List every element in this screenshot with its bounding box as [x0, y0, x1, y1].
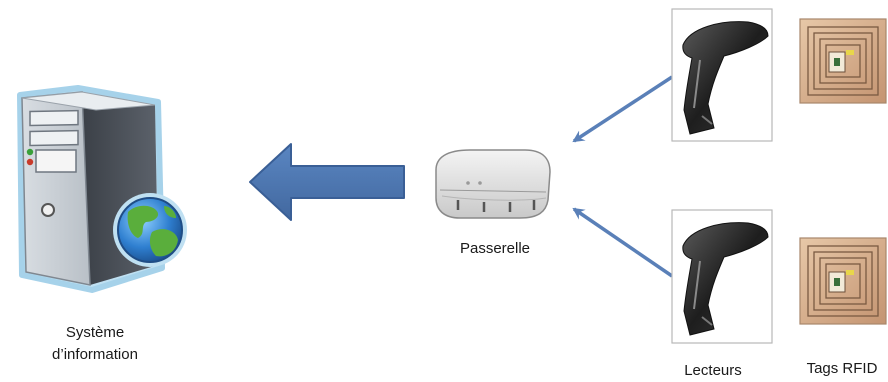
gateway-label: Passerelle — [459, 240, 531, 257]
gateway-router-icon — [435, 149, 551, 219]
globe-icon — [113, 193, 187, 267]
rfid-tag-icon — [799, 18, 887, 104]
system-label-line2: d’information — [52, 346, 138, 363]
reader-to-gateway-arrow-bottom — [572, 207, 673, 278]
server-tower-with-globe-icon — [17, 85, 187, 293]
data-flow-arrow — [249, 143, 405, 221]
tags-label: Tags RFID — [806, 360, 878, 377]
rfid-tag-icon — [799, 237, 887, 325]
barcode-scanner-icon — [671, 8, 773, 142]
system-label: Système d’information — [10, 322, 180, 366]
readers-label: Lecteurs — [684, 362, 742, 379]
barcode-scanner-icon — [671, 209, 773, 344]
system-label-line1: Système — [65, 324, 125, 341]
reader-to-gateway-arrow-top — [572, 75, 673, 143]
